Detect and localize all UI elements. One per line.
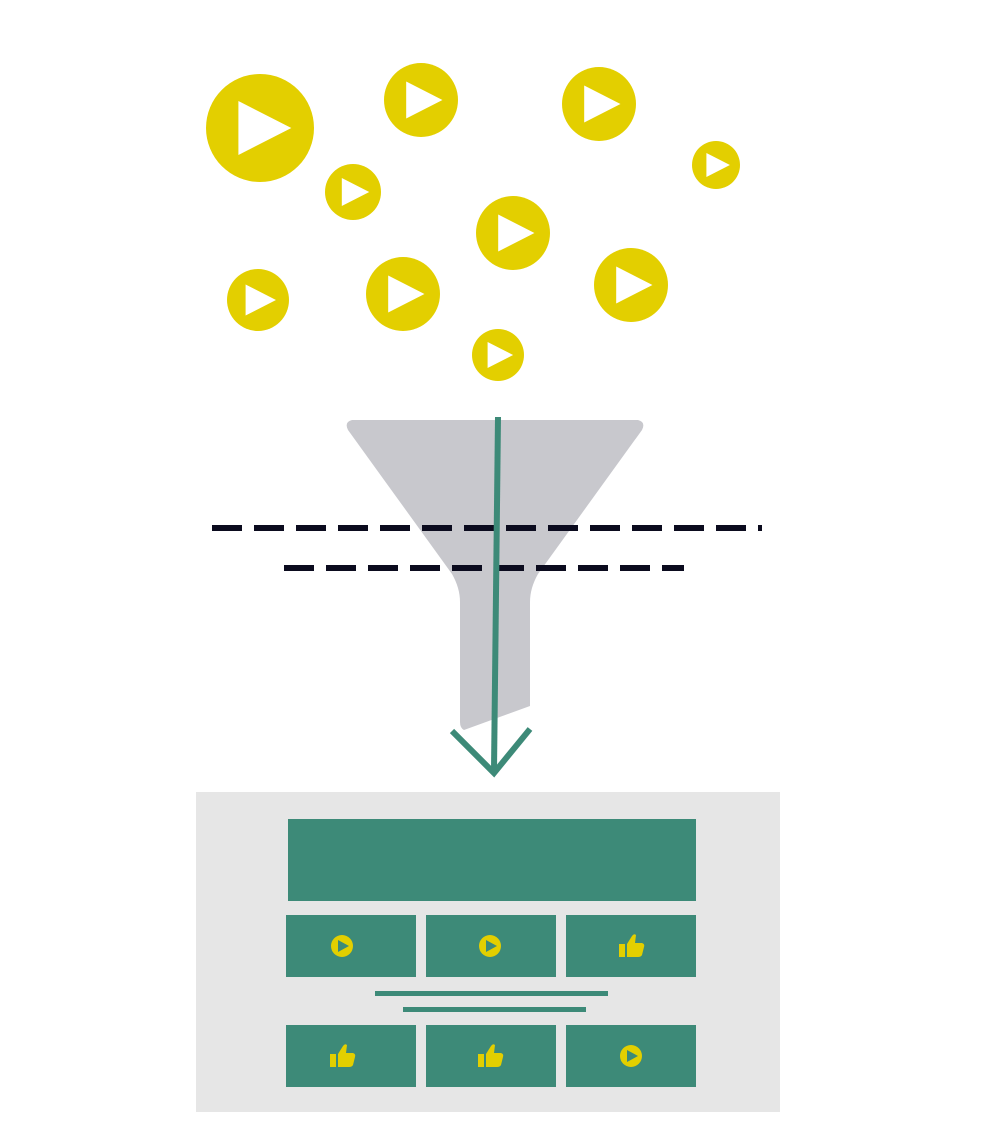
play-icon — [594, 248, 668, 322]
arrow-down-icon — [449, 416, 533, 778]
play-icon — [384, 63, 458, 137]
play-icon — [620, 1045, 642, 1067]
thumbs-up-icon — [619, 934, 645, 957]
curated-panel — [196, 792, 780, 1112]
video-tile[interactable] — [426, 1025, 556, 1087]
play-icon — [206, 74, 314, 182]
play-icon — [366, 257, 440, 331]
video-tile[interactable] — [566, 1025, 696, 1087]
video-tile[interactable] — [286, 915, 416, 977]
text-line-short — [403, 1007, 586, 1012]
play-icon — [325, 164, 381, 220]
panel-header-block — [288, 819, 696, 901]
video-tile[interactable] — [426, 915, 556, 977]
play-icon — [227, 269, 289, 331]
video-tile[interactable] — [566, 915, 696, 977]
play-icon — [479, 935, 501, 957]
text-line-long — [375, 991, 608, 996]
play-icon — [472, 329, 524, 381]
play-icon — [331, 935, 353, 957]
play-icon — [476, 196, 550, 270]
tile-grid — [286, 915, 696, 1087]
play-icon — [692, 141, 740, 189]
thumbs-up-icon — [478, 1044, 504, 1067]
play-icon — [562, 67, 636, 141]
thumbs-up-icon — [330, 1044, 356, 1067]
video-tile[interactable] — [286, 1025, 416, 1087]
video-cloud — [206, 63, 740, 381]
